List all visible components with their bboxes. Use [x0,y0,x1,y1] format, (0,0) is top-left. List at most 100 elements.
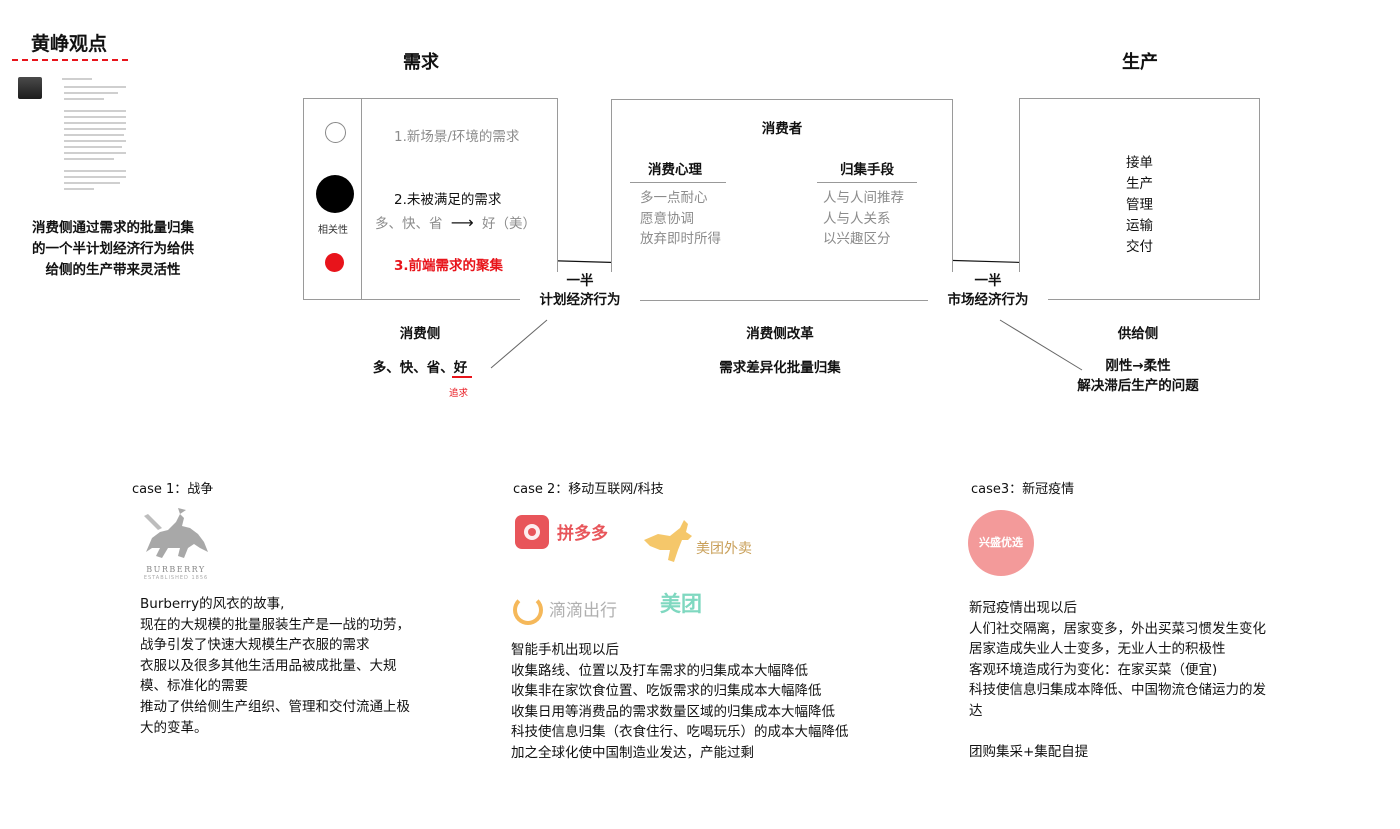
case1-line: 战争引发了快速大规模生产衣服的需求 [140,637,370,654]
meituan-waimai-logo: 美团外卖 [640,520,760,565]
article-thumbnail [16,76,126,196]
case2-text: 智能手机出现以后 收集路线、位置以及打车需求的归集成本大幅降低 收集非在家饮食位… [511,640,849,764]
consumer-psychology-title: 消费心理 [648,162,702,178]
connector-right-top: 一半 [974,273,1002,289]
case1-line: 大的变革。 [140,719,208,736]
case3-title: case3：新冠疫情 [971,482,1075,497]
case3-line: 科技使信息归集成本降低、中国物流仓储运力的发 [969,682,1266,699]
case3-line: 客观环境造成行为变化：在家买菜（便宜) [969,661,1218,678]
col2-underline [817,182,917,183]
demand-box-divider [361,99,362,299]
left-caption: 消费侧通过需求的批量归集 的一个半计划经济行为给供 给侧的生产带来灵活性 [6,218,220,281]
case1-text: Burberry的风衣的故事, 现在的大规模的批量服装生产是一战的功劳， 战争引… [140,594,410,738]
list-item: 交付 [1126,239,1153,255]
title-divider [12,59,128,61]
left-caption-line: 的一个半计划经济行为给供 [32,241,194,257]
pinduoduo-icon [515,515,549,549]
black-circle-icon [316,175,354,213]
horse-knight-icon [144,508,208,558]
didi-logo: 滴滴出行 [513,592,633,628]
burberry-established: ESTABLISHED 1856 [143,575,209,581]
page-title: 黄峥观点 [31,33,108,55]
case2-line: 加之全球化使中国制造业发达，产能过剩 [511,744,754,761]
consumer-box: 消费者 消费心理 多一点耐心 愿意协调 放弃即时所得 归集手段 人与人间推荐 人… [611,99,953,301]
list-item: 生产 [1126,176,1153,192]
demand-item-2: 2.未被满足的需求 [394,192,502,208]
case2-title: case 2：移动互联网/科技 [513,482,664,497]
pursuit-note: 追求 [449,388,469,399]
pointer-left [490,319,548,369]
production-title: 生产 [1122,52,1158,73]
demand-item-1: 1.新场景/环境的需求 [394,129,520,145]
list-item: 接单 [1126,155,1153,171]
list-item: 多一点耐心 [640,190,708,206]
connector-label-left: 一半 计划经济行为 [520,272,640,310]
case2-line: 智能手机出现以后 [511,642,619,658]
burberry-wordmark: BURBERRY [146,565,206,574]
production-list: 接单 生产 管理 运输 交付 [1126,153,1153,258]
case1-line: 推动了供给侧生产组织、管理和交付流通上极 [140,698,410,715]
case2-line: 收集日用等消费品的需求数量区域的归集成本大幅降低 [511,703,835,720]
consumer-psychology-list: 多一点耐心 愿意协调 放弃即时所得 [640,188,721,250]
connector-right-bottom: 市场经济行为 [947,292,1029,308]
didi-wordmark: 滴滴出行 [549,601,617,621]
case2-line: 科技使信息归集（衣食住行、吃喝玩乐）的成本大幅降低 [511,724,849,741]
case1-line: 现在的大规模的批量服装生产是一战的功劳， [140,616,410,633]
supply-sub-line: 刚性→柔性 [1105,358,1171,374]
burberry-logo: BURBERRY ESTABLISHED 1856 [138,508,214,582]
didi-icon [513,595,543,625]
list-item: 管理 [1126,197,1153,213]
col1-underline [630,182,726,183]
reform-sub: 需求差异化批量归集 [719,360,841,376]
case2-line: 收集路线、位置以及打车需求的归集成本大幅降低 [511,662,808,679]
demand-item-2-detail: 多、快、省 ⟶ 好（美） [375,212,536,232]
list-item: 愿意协调 [640,210,694,227]
list-item: 以兴趣区分 [823,231,891,247]
aggregation-means-list: 人与人间推荐 人与人关系 以兴趣区分 [823,188,904,250]
aggregation-means-title: 归集手段 [840,162,894,178]
case3-line: 人们社交隔离，居家变多，外出买菜习惯发生变化 [969,620,1266,637]
list-item: 运输 [1126,218,1153,234]
left-caption-line: 给侧的生产带来灵活性 [45,262,181,278]
supply-side-label: 供给侧 [1117,326,1159,342]
case3-line: 团购集采+集配自提 [969,744,1089,761]
case3-spacer [969,722,1266,743]
case1-line: Burberry的风衣的故事, [140,596,285,612]
reform-label: 消费侧改革 [746,326,814,342]
connector-left-top: 一半 [566,273,594,289]
consumer-side-sub: 多、快、省、好 [372,360,468,376]
xingsheng-wordmark: 兴盛优选 [979,536,1023,549]
production-box: 接单 生产 管理 运输 交付 [1019,98,1260,300]
demand-box: 相关性 1.新场景/环境的需求 2.未被满足的需求 多、快、省 ⟶ 好（美） 3… [303,98,558,300]
pinduoduo-logo: 拼多多 [513,514,619,554]
demand-title: 需求 [403,52,439,73]
case3-line: 达 [969,702,983,719]
pinduoduo-wordmark: 拼多多 [557,524,608,544]
case3-text: 新冠疫情出现以后 人们社交隔离，居家变多，外出买菜习惯发生变化 居家造成失业人士… [969,598,1266,763]
list-item: 放弃即时所得 [640,231,721,247]
meituan-wordmark: 美团 [660,592,702,616]
arrow-right-icon: ⟶ [450,213,474,232]
list-item: 人与人关系 [823,210,891,227]
case3-line: 新冠疫情出现以后 [969,600,1077,616]
correlation-label: 相关性 [318,225,348,236]
demand-item-2-right: 好（美） [482,216,537,232]
case2-line: 收集非在家饮食位置、吃饭需求的归集成本大幅降低 [511,683,822,700]
connector-left-bottom: 计划经济行为 [539,292,621,308]
meituan-logo: 美团 [660,588,730,624]
demand-item-3: 3.前端需求的聚集 [394,258,504,274]
consumer-side-label: 消费侧 [399,326,441,342]
consumer-title: 消费者 [761,121,803,137]
case3-line: 居家造成失业人士变多，无业人士的积极性 [969,641,1226,658]
left-caption-line: 消费侧通过需求的批量归集 [32,220,194,236]
case1-title: case 1：战争 [132,482,214,497]
xingsheng-logo: 兴盛优选 [968,510,1034,576]
avatar [18,77,42,99]
case1-line: 模、标准化的需要 [140,678,248,695]
connector-label-right: 一半 市场经济行为 [928,272,1048,310]
list-item: 人与人间推荐 [823,190,904,206]
hollow-circle-icon [325,122,346,143]
supply-side-sub: 刚性→柔性 解决滞后生产的问题 [1058,356,1218,396]
meituan-waimai-wordmark: 美团外卖 [696,541,752,557]
kangaroo-icon [644,520,692,562]
